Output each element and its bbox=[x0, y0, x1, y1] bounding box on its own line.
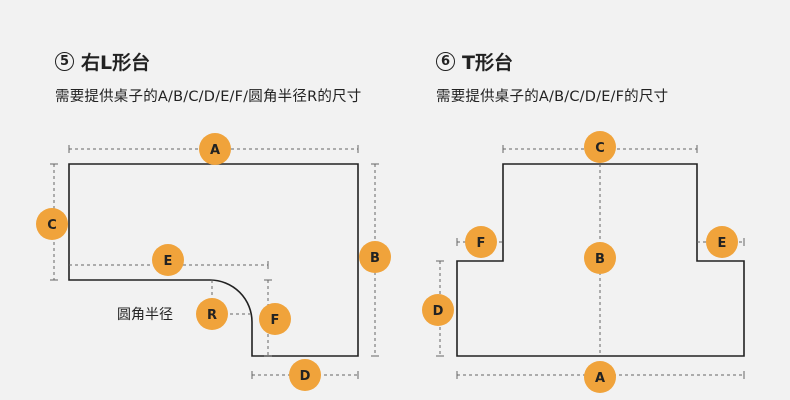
right-title-text: T形台 bbox=[462, 52, 513, 74]
label-b-badge-t: B bbox=[584, 242, 616, 274]
label-r-badge: R bbox=[196, 298, 228, 330]
label-c-badge: C bbox=[36, 208, 68, 240]
svg-text:E: E bbox=[164, 254, 173, 269]
t-desk-outline bbox=[456, 163, 745, 357]
label-e-badge-t: E bbox=[706, 226, 738, 258]
svg-text:C: C bbox=[47, 218, 57, 233]
svg-text:A: A bbox=[210, 143, 220, 158]
right-number-badge: 6 bbox=[436, 52, 455, 71]
l-desk-outline bbox=[68, 163, 359, 357]
label-d-badge: D bbox=[289, 359, 321, 391]
t-desk-diagram: C F E B D A bbox=[422, 131, 745, 393]
right-title: 6 T形台 bbox=[436, 48, 513, 75]
svg-text:E: E bbox=[718, 236, 727, 251]
left-title: 5 右L形台 bbox=[55, 48, 150, 75]
label-d-badge-t: D bbox=[422, 294, 454, 326]
label-b-badge: B bbox=[359, 241, 391, 273]
svg-text:C: C bbox=[595, 141, 605, 156]
label-e-badge: E bbox=[152, 244, 184, 276]
label-a-badge: A bbox=[199, 133, 231, 165]
svg-text:R: R bbox=[207, 308, 217, 323]
svg-text:A: A bbox=[595, 371, 605, 386]
label-f-badge: F bbox=[259, 303, 291, 335]
label-f-badge-t: F bbox=[465, 226, 497, 258]
l-desk-diagram: 圆角半径 A C B E R F D bbox=[36, 133, 391, 391]
left-subtitle: 需要提供桌子的A/B/C/D/E/F/圆角半径R的尺寸 bbox=[55, 89, 362, 105]
radius-label: 圆角半径 bbox=[117, 307, 173, 323]
label-a-badge-t: A bbox=[584, 361, 616, 393]
svg-text:B: B bbox=[595, 252, 605, 267]
right-subtitle: 需要提供桌子的A/B/C/D/E/F的尺寸 bbox=[436, 89, 669, 105]
svg-text:F: F bbox=[271, 313, 280, 328]
left-number-badge: 5 bbox=[55, 52, 74, 71]
left-title-text: 右L形台 bbox=[81, 52, 151, 74]
svg-text:B: B bbox=[370, 251, 380, 266]
svg-text:F: F bbox=[477, 236, 486, 251]
svg-text:D: D bbox=[433, 304, 444, 319]
label-c-badge-t: C bbox=[584, 131, 616, 163]
svg-text:D: D bbox=[300, 369, 311, 384]
